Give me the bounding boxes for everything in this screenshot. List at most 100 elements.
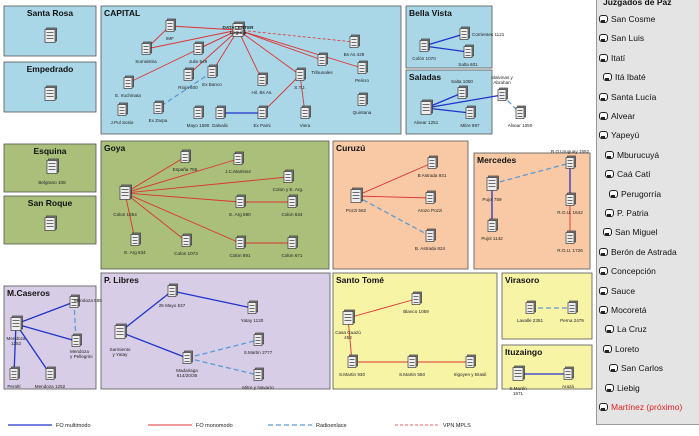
server-icon xyxy=(599,286,608,295)
node-label-mayo: Mayo 1590 xyxy=(187,123,210,128)
zone-title-capital: CAPITAL xyxy=(104,8,140,18)
node-label-colon671: Colon 671 xyxy=(282,253,303,258)
sidebar-item-9[interactable]: Perugorría xyxy=(597,187,699,201)
sidebar-item-label: Caá Catí xyxy=(617,169,651,180)
sidebar-item-4[interactable]: Santa Lucía xyxy=(597,90,699,104)
node-rou1726 xyxy=(565,230,576,244)
node-arozopozzi xyxy=(425,190,436,204)
server-icon xyxy=(599,247,608,256)
node-yatay1130 xyxy=(247,300,258,314)
sidebar-item-label: San Cosme xyxy=(611,14,656,24)
sidebar-item-8[interactable]: Caá Catí xyxy=(597,167,699,181)
link-colon1254-colon1073 xyxy=(124,192,187,242)
node-label-baas: Bs As 429 xyxy=(344,52,365,57)
link-colon1254-espana xyxy=(124,156,186,194)
sidebar-item-15[interactable]: Mocoretá xyxy=(597,303,699,317)
sidebar-item-label: Santa Lucía xyxy=(611,91,657,102)
sidebar-item-18[interactable]: San Carlos xyxy=(597,361,699,375)
sidebar-item-17[interactable]: Loreto xyxy=(597,342,699,356)
node-label-alvear1251: Alvear 1251 xyxy=(414,120,439,125)
node-smart2777 xyxy=(253,332,264,346)
sidebar-item-label: Liebig xyxy=(617,382,640,393)
sidebar-item-label: La Cruz xyxy=(617,324,647,335)
node-rou1642 xyxy=(565,192,576,206)
link-colon1254-colonearg xyxy=(124,176,289,194)
node-label-imf: IMF xyxy=(166,36,174,41)
node-espana xyxy=(180,149,191,163)
server-icon xyxy=(599,15,608,23)
zone-title-san_roque: San Roque xyxy=(28,198,73,208)
node-label-peralti: Peraltí xyxy=(7,384,21,389)
node-colon634 xyxy=(287,194,298,208)
link-datac-pel xyxy=(237,29,363,69)
sidebar-item-7[interactable]: Mburucuyá xyxy=(597,148,699,162)
sidebar-item-label: San Luis xyxy=(611,33,645,44)
zone-capital xyxy=(100,5,402,135)
sidebar-item-0[interactable]: San Cosme xyxy=(597,12,699,26)
node-sumsa xyxy=(141,41,152,55)
node-label-may537: 25 Mayo 537 xyxy=(159,303,186,308)
node-label-colon1070: Colón 1070 xyxy=(412,56,436,61)
sidebar-item-13[interactable]: Concepción xyxy=(597,264,699,278)
node-sroq xyxy=(44,215,57,231)
link-datac-hilbs xyxy=(237,29,263,81)
node-jpuj xyxy=(117,102,128,116)
link-mendoza-mend555 xyxy=(15,301,75,325)
server-icon xyxy=(605,150,614,159)
node-label-arazá: Arazá xyxy=(562,384,574,389)
node-smart550 xyxy=(407,354,418,368)
node-jcmart xyxy=(233,151,244,165)
node-earg580 xyxy=(235,194,246,208)
node-peralti xyxy=(9,366,20,380)
link-casagob-smart930 xyxy=(347,317,353,363)
sidebar-item-1[interactable]: San Luis xyxy=(597,31,699,45)
node-perna xyxy=(567,300,578,314)
sidebar-item-2[interactable]: Itatí xyxy=(597,51,699,65)
node-label-stj: S.T.J. xyxy=(294,85,306,90)
link-pujol759-rou1552 xyxy=(491,162,571,185)
sidebar-item-19[interactable]: Liebig xyxy=(597,381,699,395)
server-icon xyxy=(603,73,612,82)
zone-title-plibres: P. Libres xyxy=(104,275,139,285)
node-rou1552 xyxy=(565,155,576,169)
node-label-mend1252b: Mendoza 1252 xyxy=(35,384,66,389)
zone-title-mcaseros: M.Caseros xyxy=(7,288,50,298)
sidebar-item-5[interactable]: Alvear xyxy=(597,109,699,123)
zone-mercedes xyxy=(473,152,591,270)
node-mendpell xyxy=(71,333,82,347)
link-colon1070-corr1121 xyxy=(423,33,465,47)
sidebar-item-16[interactable]: La Cruz xyxy=(597,322,699,336)
node-label-jcmart: J.C.Martinez xyxy=(225,169,251,174)
node-label-esc: E. Iruchinata xyxy=(115,93,141,98)
node-esc xyxy=(123,75,134,89)
node-emp xyxy=(44,85,57,101)
link-datac-imf xyxy=(169,25,239,31)
sidebar-item-label: Berón de Astrada xyxy=(611,246,677,257)
node-label-smart930: S.Martin 930 xyxy=(339,372,365,377)
node-alvear1050 xyxy=(515,105,526,119)
zone-plibres xyxy=(100,272,331,390)
node-label-hilbs: Hil. Bs As. xyxy=(252,90,273,95)
sidebar-item-11[interactable]: San Miguel xyxy=(597,225,699,239)
link-datac-baas xyxy=(237,29,355,43)
link-colon1254-jcmart xyxy=(124,158,239,194)
server-icon xyxy=(599,53,608,62)
node-label-pujol1142: Pujol 1142 xyxy=(481,236,503,241)
node-label-julio: Julio 949 xyxy=(189,59,208,64)
node-label-trib: Tribunales xyxy=(311,70,333,75)
node-colon1073 xyxy=(181,233,192,247)
node-julio xyxy=(193,41,204,55)
sidebar-item-20[interactable]: Martínez (próximo) xyxy=(597,400,699,414)
node-baas xyxy=(349,34,360,48)
sidebar-item-3[interactable]: Itá Ibaté xyxy=(597,70,699,84)
sidebar-item-14[interactable]: Sauce xyxy=(597,284,699,298)
link-datac-esc xyxy=(127,29,239,84)
server-icon xyxy=(603,344,612,353)
sidebar-item-6[interactable]: Yapeyú xyxy=(597,128,699,142)
sidebar-item-12[interactable]: Berón de Astrada xyxy=(597,245,699,259)
server-icon xyxy=(599,131,608,140)
node-label-bastrada931: B Astrada 931 xyxy=(418,173,447,178)
server-icon xyxy=(605,209,614,217)
sidebar-item-10[interactable]: P. Patria xyxy=(597,206,699,220)
